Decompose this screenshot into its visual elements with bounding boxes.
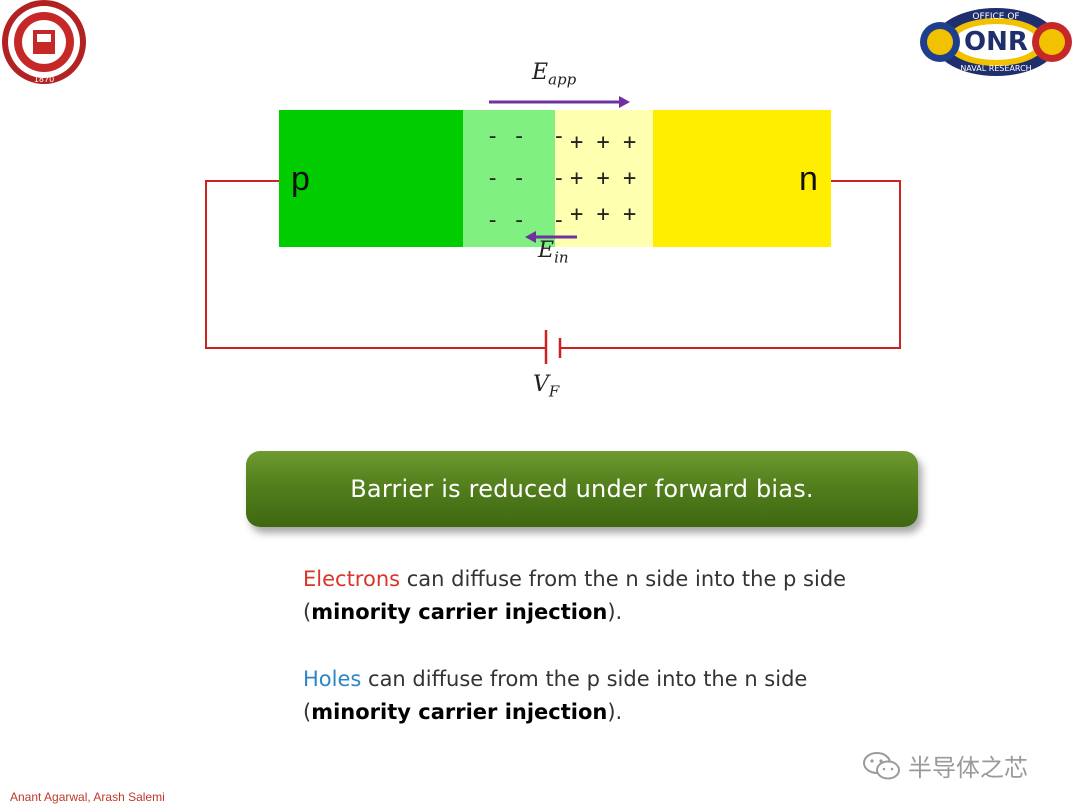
p-label: p	[291, 160, 310, 198]
depletion-n-side	[555, 110, 653, 247]
svg-text:1870: 1870	[34, 75, 54, 84]
e-app-label: Eapp	[532, 60, 577, 89]
e-in-label: Ein	[538, 238, 569, 267]
holes-word: Holes	[303, 667, 362, 691]
holes-paragraph: Holes can diffuse from the p side into t…	[303, 667, 808, 724]
electrons-word: Electrons	[303, 567, 401, 591]
wechat-icon	[863, 751, 900, 779]
depletion-p-side	[463, 110, 555, 247]
negative-charges-row: - - -	[486, 166, 566, 191]
pn-junction-diagram	[205, 96, 901, 364]
p-region	[279, 110, 463, 247]
watermark-text: 半导体之芯	[908, 754, 1028, 782]
onr-logo: OFFICE OF ONR NAVAL RESEARCH	[920, 8, 1072, 76]
negative-charges-row: - - -	[486, 208, 566, 233]
forward-bias-banner: Barrier is reduced under forward bias.	[246, 451, 918, 527]
n-region	[653, 110, 831, 247]
vf-label: VF	[533, 372, 560, 401]
e-app-arrowhead	[619, 96, 630, 108]
minority-carrier-injection: minority carrier injection	[311, 600, 608, 624]
banner-text: Barrier is reduced under forward bias.	[350, 475, 814, 503]
electrons-paragraph: Electrons can diffuse from the n side in…	[303, 567, 847, 624]
watermark: 半导体之芯	[862, 748, 1028, 783]
positive-charges-row: + + +	[570, 166, 637, 191]
minority-carrier-injection: minority carrier injection	[311, 700, 608, 724]
svg-text:OFFICE OF: OFFICE OF	[972, 12, 1019, 22]
author-credit: Anant Agarwal, Arash Salemi	[10, 790, 165, 804]
ohio-state-seal-logo: 1870	[2, 0, 86, 84]
right-wire	[560, 180, 901, 349]
svg-text:NAVAL RESEARCH: NAVAL RESEARCH	[960, 64, 1031, 73]
negative-charges-row: - - -	[486, 124, 566, 149]
positive-charges-row: + + +	[570, 202, 637, 227]
e-in-arrowhead	[525, 231, 536, 243]
n-label: n	[799, 160, 818, 198]
positive-charges-row: + + +	[570, 130, 637, 155]
svg-text:ONR: ONR	[964, 27, 1028, 57]
left-wire	[205, 180, 546, 349]
